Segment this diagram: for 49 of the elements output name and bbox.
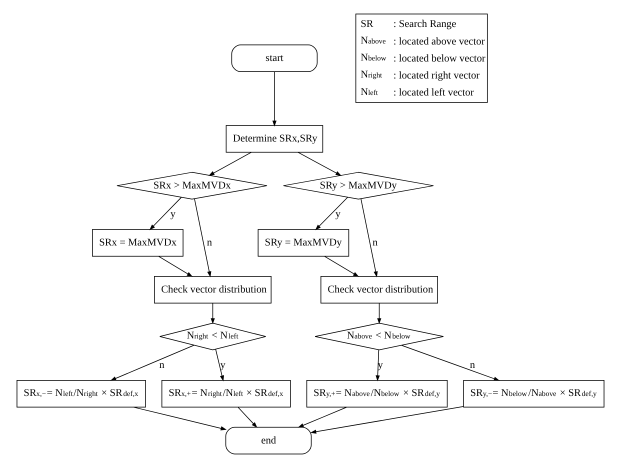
arrow — [194, 198, 211, 278]
edge-label: y — [220, 360, 225, 371]
label: : located left vector — [392, 88, 474, 99]
node-box: start — [230, 44, 318, 72]
edge-label: y — [334, 209, 340, 220]
arrow — [400, 345, 500, 381]
node-box: end — [224, 426, 312, 454]
edge-label: y — [170, 209, 176, 220]
edge-label: n — [206, 238, 212, 249]
node-diamond: Nabove < Nbelow — [314, 322, 444, 350]
label: : Search Range — [392, 19, 456, 30]
node-box: SRx,+= Nright/Nleft × SRdef,x — [161, 380, 290, 408]
arrow — [214, 349, 224, 382]
label: : located right vector — [392, 70, 480, 82]
node-box: Determine SRx,SRy — [225, 125, 323, 153]
node-box: Check vector distribution — [320, 276, 438, 304]
node-box: SRx = MaxMVDx — [92, 229, 183, 257]
label: : located below vector — [392, 53, 485, 64]
node-diamond: Nright < Nleft — [158, 322, 266, 350]
label: Nright — [360, 70, 382, 81]
arrow — [376, 302, 381, 324]
arrow — [375, 350, 380, 382]
arrow — [237, 407, 257, 428]
node-box: SRy = MaxMVDy — [257, 229, 349, 257]
label: : located above vector — [392, 36, 484, 48]
edge-label: n — [469, 360, 475, 371]
arrow — [360, 198, 378, 278]
arrow — [314, 196, 348, 230]
arrow — [132, 406, 226, 430]
node-box: Check vector distribution — [154, 276, 271, 304]
arrow — [297, 152, 342, 176]
arrow — [272, 71, 276, 127]
node-box: SRx,−= Nleft/Nright × SRdef,x — [16, 380, 146, 408]
arrow — [158, 256, 192, 277]
node-box: SRy,−= Nbelow/Nabove × SRdef,y — [462, 380, 604, 408]
arrow — [210, 302, 214, 324]
node-box: SRy,+= Nabove/Nbelow × SRdef,y — [306, 380, 448, 408]
label: Nbelow — [360, 52, 386, 64]
arrow — [324, 256, 359, 277]
arrow — [297, 406, 346, 428]
label: Nabove — [360, 36, 386, 47]
edge-label: n — [372, 238, 378, 249]
arrow — [110, 344, 194, 381]
edge-label: n — [158, 360, 164, 371]
arrow — [310, 406, 464, 434]
arrow — [148, 197, 182, 230]
label: SR — [360, 19, 373, 30]
label: Nleft — [360, 86, 378, 98]
arrow — [208, 152, 252, 176]
